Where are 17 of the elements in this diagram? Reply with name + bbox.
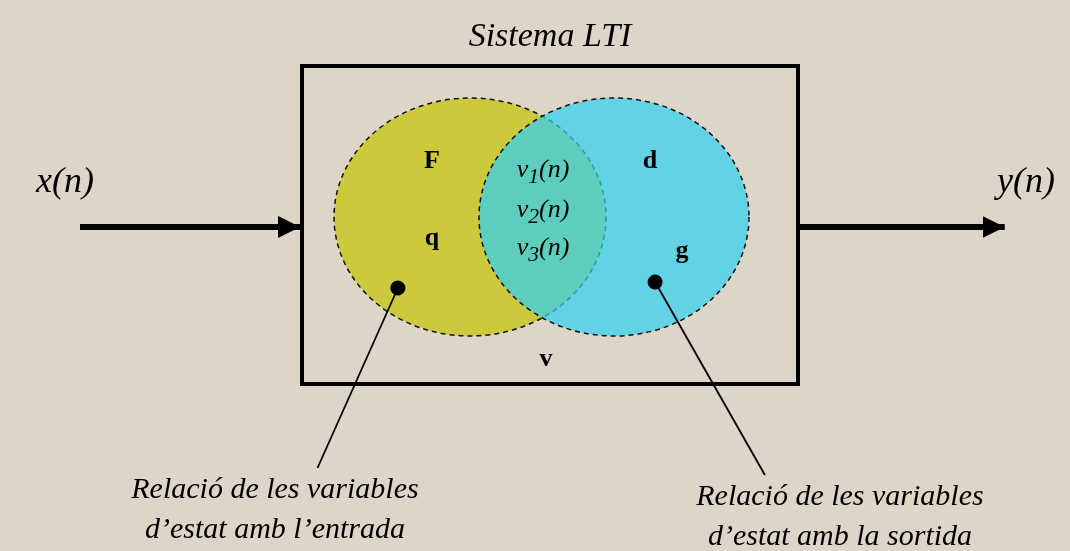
- variable-label: g: [675, 237, 689, 263]
- variable-label: q: [424, 224, 440, 250]
- annotation-text: Relació de les variables d’estat amb l’entrada: [90, 468, 460, 548]
- system-title: Sistema LTI: [468, 18, 632, 52]
- annotation-text: Relació de les variables d’estat amb la sortida: [655, 475, 1025, 551]
- state-variable-label: v$_{1}$(n): [516, 156, 570, 188]
- arrow: [800, 216, 1005, 238]
- leader-line: [316, 280, 406, 469]
- variable-label: v: [539, 345, 553, 371]
- arrow: [80, 215, 300, 238]
- output-relation-ellipse: [478, 97, 750, 337]
- state-variable-label: v$_{3}$(n): [516, 234, 570, 266]
- state-variable-label: v$_{2}$(n): [516, 196, 570, 228]
- variable-label: d: [642, 147, 658, 173]
- variable-label: F: [424, 147, 440, 173]
- leader-line: [647, 274, 766, 476]
- signal-label: x(n): [36, 162, 94, 198]
